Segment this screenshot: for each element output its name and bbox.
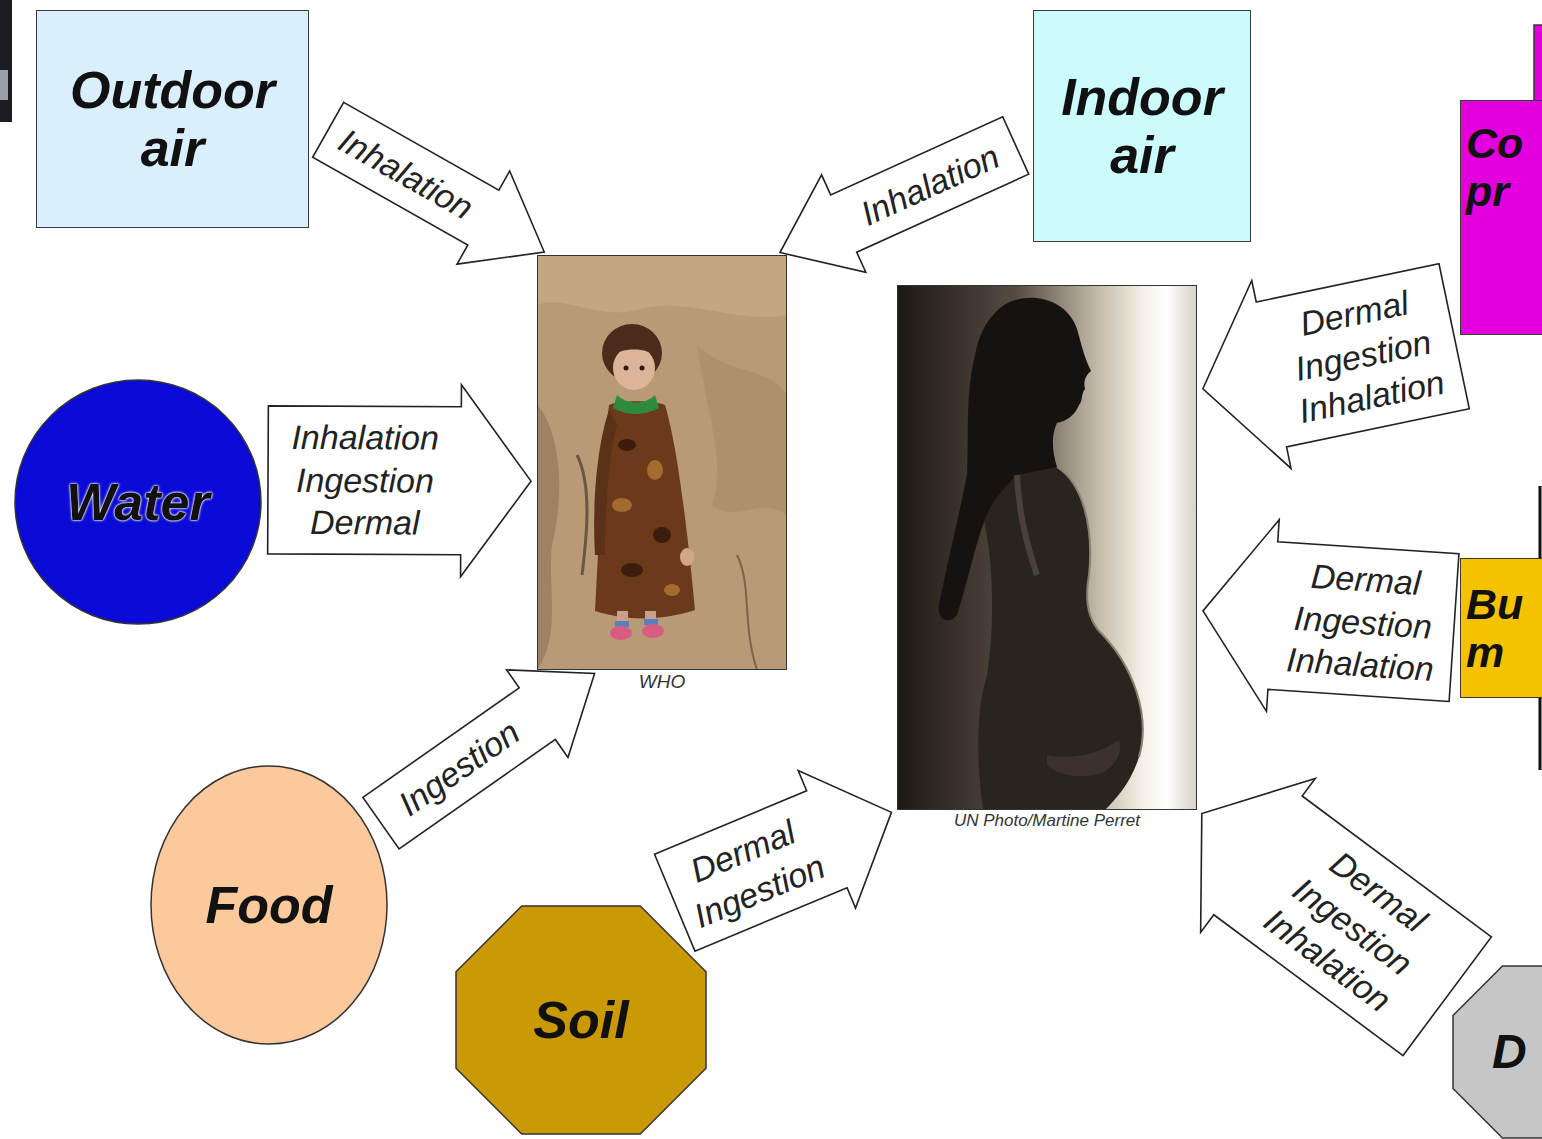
woman-photo <box>897 285 1197 810</box>
photo-ground <box>537 255 787 670</box>
node-label: Soil <box>533 991 628 1049</box>
pathway-label: Inhalation <box>331 119 480 229</box>
box-fragment <box>1534 25 1542 105</box>
child-hand <box>680 548 694 566</box>
exposure-arrow <box>1203 520 1459 712</box>
wall-texture <box>537 255 787 317</box>
woman-body <box>978 465 1142 810</box>
child-photo <box>537 255 787 670</box>
photo-frame: UN Photo/Martine Perret <box>897 285 1197 810</box>
dress-pattern <box>612 498 632 512</box>
photo-credit: UN Photo/Martine Perret <box>954 812 1140 831</box>
woman-strap <box>1017 475 1037 575</box>
pathway-label: Dermal Ingestion Inhalation <box>1248 825 1456 1026</box>
exposure-arrow <box>1203 264 1469 469</box>
child-shoe <box>642 624 664 638</box>
node-label: Food <box>205 876 332 934</box>
child-dress <box>595 401 695 618</box>
child-collar <box>613 395 659 414</box>
node-label: Co pr <box>1466 119 1539 215</box>
pathway-label: Dermal Ingestion Inhalation <box>1277 552 1450 690</box>
source-box: Outdoor air <box>36 10 309 228</box>
photo-frame: WHO <box>537 255 787 670</box>
node-label: Indoor air <box>1047 68 1237 184</box>
child-arm <box>594 410 617 555</box>
node-label: Water <box>66 473 210 531</box>
exposure-arrow <box>268 385 531 577</box>
exposure-arrow <box>655 770 892 951</box>
child-shoe <box>610 626 632 640</box>
source-box: Co pr <box>1460 100 1542 335</box>
photo-ground <box>897 285 1197 810</box>
source-ellipse: Food <box>150 765 388 1045</box>
source-ellipse: Water <box>14 379 262 625</box>
node-label: Bu m <box>1466 580 1539 676</box>
woman-hands <box>1047 740 1120 776</box>
wall-texture <box>697 345 787 515</box>
woman-head <box>939 298 1091 620</box>
dress-pattern <box>621 563 643 577</box>
octagon-shape <box>456 906 706 1134</box>
dress-pattern <box>618 439 636 451</box>
source-octagon: Soil <box>455 905 707 1135</box>
source-box: Bu m <box>1460 558 1542 698</box>
source-box: Indoor air <box>1033 10 1251 242</box>
source-octagon: D <box>1452 965 1542 1139</box>
exposure-arrow <box>313 102 545 264</box>
child-hair <box>609 340 657 357</box>
exposure-arrow <box>1201 778 1492 1055</box>
pathway-label: Dermal Ingestion Inhalation <box>1269 276 1457 435</box>
ellipse-shape <box>151 766 387 1044</box>
wall-texture <box>537 405 559 670</box>
child-sock <box>644 619 658 625</box>
child-face <box>613 346 655 390</box>
pathway-label: Ingestion <box>390 711 527 825</box>
node-label: D <box>1492 1025 1527 1079</box>
exposure-arrow <box>363 670 595 849</box>
wall-crack <box>577 455 587 575</box>
ellipse-shape <box>15 380 261 624</box>
dress-pattern <box>647 460 663 480</box>
photo-fragment <box>0 70 8 100</box>
pathway-label: Dermal Ingestion <box>665 803 836 939</box>
wall-crack <box>737 555 757 670</box>
pathway-label: Inhalation Ingestion Dermal <box>282 416 448 544</box>
octagon-shape <box>1453 966 1542 1138</box>
child-eye <box>624 366 629 371</box>
dress-pattern <box>653 527 671 543</box>
exposure-arrow <box>780 117 1029 273</box>
node-label: Outdoor air <box>50 61 295 177</box>
child-eye <box>640 366 645 371</box>
photo-credit: WHO <box>639 672 685 693</box>
photo-fragment <box>0 0 12 122</box>
dress-pattern <box>664 584 680 596</box>
rim-light <box>1057 467 1143 757</box>
pathway-label: Inhalation <box>854 135 1006 235</box>
